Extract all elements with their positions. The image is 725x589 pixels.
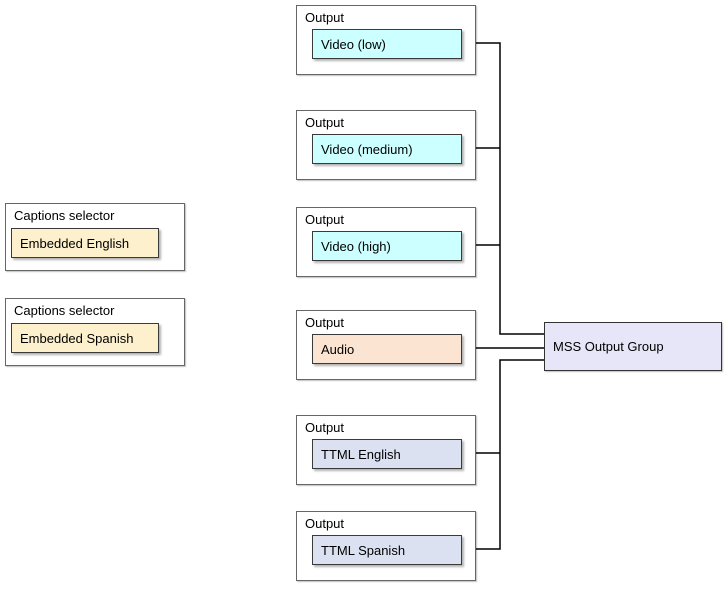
output-node-audio: Output Audio (296, 310, 476, 380)
output-item-audio: Audio (312, 334, 462, 364)
output-item-video-high: Video (high) (312, 231, 462, 261)
output-title: Output (305, 516, 345, 531)
output-item-video-low: Video (low) (312, 29, 462, 59)
connector-ttml-spanish-to-group (476, 359, 544, 550)
output-title: Output (305, 420, 345, 435)
captions-selector-title: Captions selector (14, 208, 115, 223)
connector-video-low-to-group (476, 42, 544, 335)
output-node-video-high: Output Video (high) (296, 207, 476, 277)
mss-output-group-node: MSS Output Group (544, 322, 722, 371)
output-item-ttml-english: TTML English (312, 439, 462, 469)
output-title: Output (305, 10, 345, 25)
captions-selector-node-english: Captions selector Embedded English (5, 203, 185, 271)
output-node-video-medium: Output Video (medium) (296, 110, 476, 180)
output-node-video-low: Output Video (low) (296, 5, 476, 75)
captions-selector-node-spanish: Captions selector Embedded Spanish (5, 298, 185, 366)
captions-item-embedded-spanish: Embedded Spanish (11, 323, 159, 353)
output-node-ttml-english: Output TTML English (296, 415, 476, 485)
output-item-ttml-spanish: TTML Spanish (312, 535, 462, 565)
captions-selector-title: Captions selector (14, 303, 115, 318)
captions-item-embedded-english: Embedded English (11, 228, 159, 258)
output-node-ttml-spanish: Output TTML Spanish (296, 511, 476, 581)
output-item-video-medium: Video (medium) (312, 134, 462, 164)
output-title: Output (305, 115, 345, 130)
output-title: Output (305, 315, 345, 330)
output-title: Output (305, 212, 345, 227)
